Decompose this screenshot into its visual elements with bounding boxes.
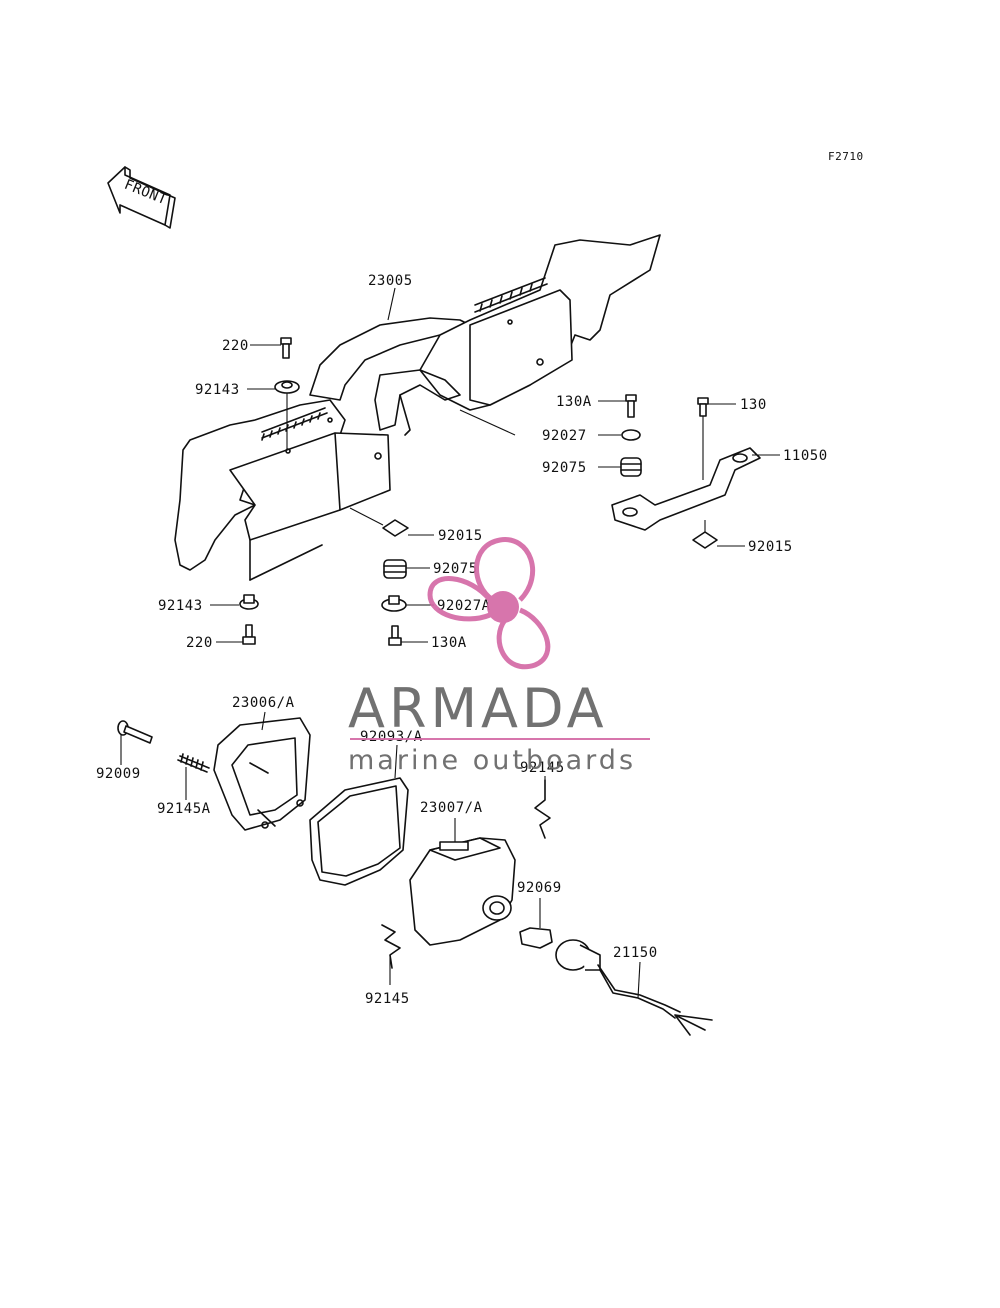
nut-92015-right bbox=[692, 520, 745, 549]
front-arrow-icon: FRONT bbox=[107, 166, 176, 229]
callout-92143-top: 92143 bbox=[195, 382, 240, 398]
callout-23005: 23005 bbox=[368, 273, 413, 289]
washer-92027A bbox=[381, 595, 434, 612]
grommet-92143-bottom bbox=[210, 594, 259, 610]
bolt-220-top bbox=[250, 337, 292, 359]
clip-92145-bottom bbox=[381, 924, 401, 985]
damper-92075-right bbox=[598, 457, 642, 477]
bracket-11050 bbox=[611, 447, 780, 531]
watermark-brand: ARMADA bbox=[348, 677, 608, 740]
callout-92069: 92069 bbox=[517, 880, 562, 896]
callout-92145-top: 92145 bbox=[520, 760, 565, 776]
screw-92009 bbox=[117, 720, 153, 765]
washer-92027 bbox=[598, 429, 641, 441]
callout-92075-mid: 92075 bbox=[433, 561, 478, 577]
callout-92009: 92009 bbox=[96, 766, 141, 782]
watermark: ARMADA marine outboards bbox=[348, 537, 650, 776]
callout-92015-mid: 92015 bbox=[438, 528, 483, 544]
callout-23006A: 23006/A bbox=[232, 695, 295, 711]
callout-130A-right: 130A bbox=[556, 394, 592, 410]
callout-21150: 21150 bbox=[613, 945, 658, 961]
callout-23007A: 23007/A bbox=[420, 800, 483, 816]
callout-92145A: 92145A bbox=[157, 801, 211, 817]
grommet-92143-top bbox=[247, 380, 300, 450]
watermark-tagline: marine outboards bbox=[348, 745, 636, 776]
callout-11050: 11050 bbox=[783, 448, 828, 464]
callout-92075-right: 92075 bbox=[542, 460, 587, 476]
callout-92027: 92027 bbox=[542, 428, 587, 444]
damper-92075-mid bbox=[383, 559, 430, 579]
socket-21150 bbox=[555, 939, 713, 1036]
callout-220-top: 220 bbox=[222, 338, 249, 354]
bolt-130A-right bbox=[598, 394, 637, 418]
gasket-92093A bbox=[309, 744, 409, 886]
callout-92093A: 92093/A bbox=[360, 729, 423, 745]
cover-23005 bbox=[174, 234, 661, 581]
callout-92027A: 92027A bbox=[437, 598, 491, 614]
spring-92145A bbox=[177, 753, 210, 800]
clip-92145-top bbox=[534, 776, 551, 839]
callout-130: 130 bbox=[740, 397, 767, 413]
lamp-unit-23007A bbox=[409, 818, 516, 946]
bolt-220-bottom bbox=[216, 624, 256, 645]
bulb-92069 bbox=[519, 898, 553, 949]
callout-92015-right: 92015 bbox=[748, 539, 793, 555]
callout-92143-bottom: 92143 bbox=[158, 598, 203, 614]
figure-code: F2710 bbox=[828, 150, 864, 163]
propeller-logo-icon bbox=[427, 537, 551, 670]
bolt-130A-mid bbox=[388, 625, 428, 646]
nut-92015-mid bbox=[349, 507, 434, 537]
callout-92145-bottom: 92145 bbox=[365, 991, 410, 1007]
bolt-130 bbox=[697, 397, 736, 480]
callout-220-bottom: 220 bbox=[186, 635, 213, 651]
callout-130A-mid: 130A bbox=[431, 635, 467, 651]
rim-23006A bbox=[213, 711, 311, 831]
